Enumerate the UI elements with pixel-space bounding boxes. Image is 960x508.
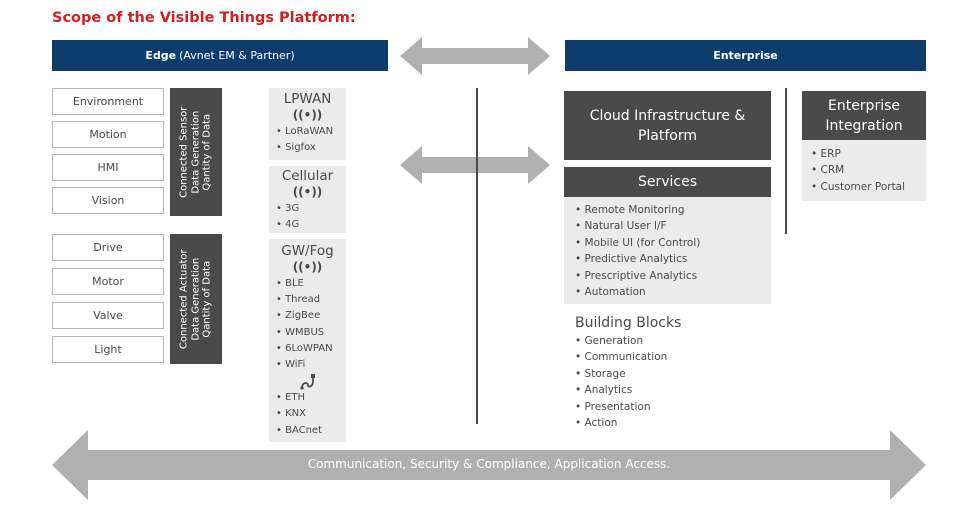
cable-icon	[269, 373, 346, 390]
network-title: LPWAN	[283, 91, 332, 107]
sensor-box-hmi: HMI	[52, 154, 164, 181]
enterprise-item: • Customer Portal	[811, 180, 906, 193]
network-item: • WiFi	[276, 359, 306, 371]
services-list: • Remote Monitoring • Natural User I/F •…	[564, 197, 771, 304]
network-panel-gw-fog: GW/Fog ((•)) • BLE • Thread • ZigBee • W…	[269, 239, 346, 442]
enterprise-integration-line: Integration	[825, 117, 903, 134]
building-block-item: • Presentation	[575, 400, 651, 413]
building-blocks: Building Blocks • Generation • Communica…	[575, 314, 775, 431]
enterprise-integration-list: • ERP • CRM • Customer Portal	[802, 140, 926, 201]
divider-line-enterprise	[785, 88, 787, 234]
network-item: • BLE	[276, 278, 304, 289]
building-blocks-title: Building Blocks	[575, 315, 682, 331]
building-block-item: • Analytics	[575, 384, 633, 397]
enterprise-integration-line: Enterprise	[827, 97, 901, 114]
actuator-box-drive: Drive	[52, 234, 164, 261]
edge-header-bold: Edge	[145, 49, 177, 62]
actuator-label-line: Connected Actuator	[178, 249, 190, 349]
network-item: • 6LoWPAN	[276, 342, 333, 354]
enterprise-integration-box: Enterprise Integration	[802, 91, 926, 140]
enterprise-item: • CRM	[811, 164, 845, 177]
network-item: • ZigBee	[276, 310, 321, 322]
network-item: • BACnet	[276, 424, 322, 436]
network-item: • KNX	[276, 408, 306, 420]
network-title: GW/Fog	[281, 243, 334, 259]
sensor-label-line: Data Generation	[190, 110, 202, 194]
divider-line-edge	[476, 88, 478, 424]
network-item: • LoRaWAN	[276, 126, 334, 137]
network-item: • ETH	[276, 392, 306, 404]
actuator-label-line: Data Generation	[190, 257, 202, 341]
cloud-line: Cloud Infrastructure &	[589, 107, 746, 124]
edge-header-rest: (Avnet EM & Partner)	[179, 49, 295, 62]
sensor-label-line: Connected Sensor	[178, 106, 190, 198]
network-item: • 4G	[276, 219, 300, 231]
service-item: • Remote Monitoring	[575, 204, 685, 216]
service-item: • Natural User I/F	[575, 220, 667, 233]
actuator-box-valve: Valve	[52, 302, 164, 329]
network-item: • 3G	[276, 203, 300, 214]
actuator-box-motor: Motor	[52, 268, 164, 295]
wireless-icon: ((•))	[292, 260, 323, 274]
sensor-box-vision: Vision	[52, 187, 164, 214]
network-item: • Sigfox	[276, 142, 316, 154]
middle-double-arrow	[400, 146, 550, 184]
cloud-line: Platform	[637, 127, 698, 144]
sensor-box-motion: Motion	[52, 121, 164, 148]
wireless-icon: ((•))	[292, 108, 323, 122]
diagram-title: Scope of the Visible Things Platform:	[52, 10, 356, 26]
actuator-label-line: Qantity of Data	[201, 260, 213, 338]
network-panel-lpwan: LPWAN ((•)) • LoRaWAN • Sigfox	[269, 88, 346, 160]
enterprise-header: Enterprise	[565, 40, 926, 71]
building-block-item: • Generation	[575, 335, 644, 347]
service-item: • Automation	[575, 286, 646, 299]
building-block-item: • Communication	[575, 351, 668, 364]
services-title: Services	[564, 167, 771, 197]
connected-sensor-label: Connected Sensor Data Generation Qantity…	[170, 88, 222, 216]
connected-actuator-label: Connected Actuator Data Generation Qanti…	[170, 234, 222, 364]
building-block-item: • Storage	[575, 367, 626, 380]
network-panel-cellular: Cellular ((•)) • 3G • 4G	[269, 166, 346, 233]
network-item: • Thread	[276, 294, 321, 306]
enterprise-item: • ERP	[811, 148, 841, 160]
top-double-arrow	[400, 37, 550, 75]
service-item: • Prescriptive Analytics	[575, 269, 698, 282]
bottom-double-arrow	[52, 430, 926, 500]
bottom-arrow-label: Communication, Security & Compliance, Ap…	[307, 457, 671, 471]
actuator-box-light: Light	[52, 336, 164, 363]
edge-header: Edge (Avnet EM & Partner)	[52, 40, 388, 71]
cloud-infrastructure-box: Cloud Infrastructure & Platform	[564, 91, 771, 160]
network-item: • WMBUS	[276, 326, 325, 338]
service-item: • Predictive Analytics	[575, 253, 688, 266]
network-title: Cellular	[281, 168, 334, 184]
building-block-item: • Action	[575, 417, 618, 430]
wireless-icon: ((•))	[292, 185, 323, 199]
sensor-label-line: Qantity of Data	[201, 113, 213, 191]
sensor-box-environment: Environment	[52, 88, 164, 115]
service-item: • Mobile UI (for Control)	[575, 236, 701, 249]
